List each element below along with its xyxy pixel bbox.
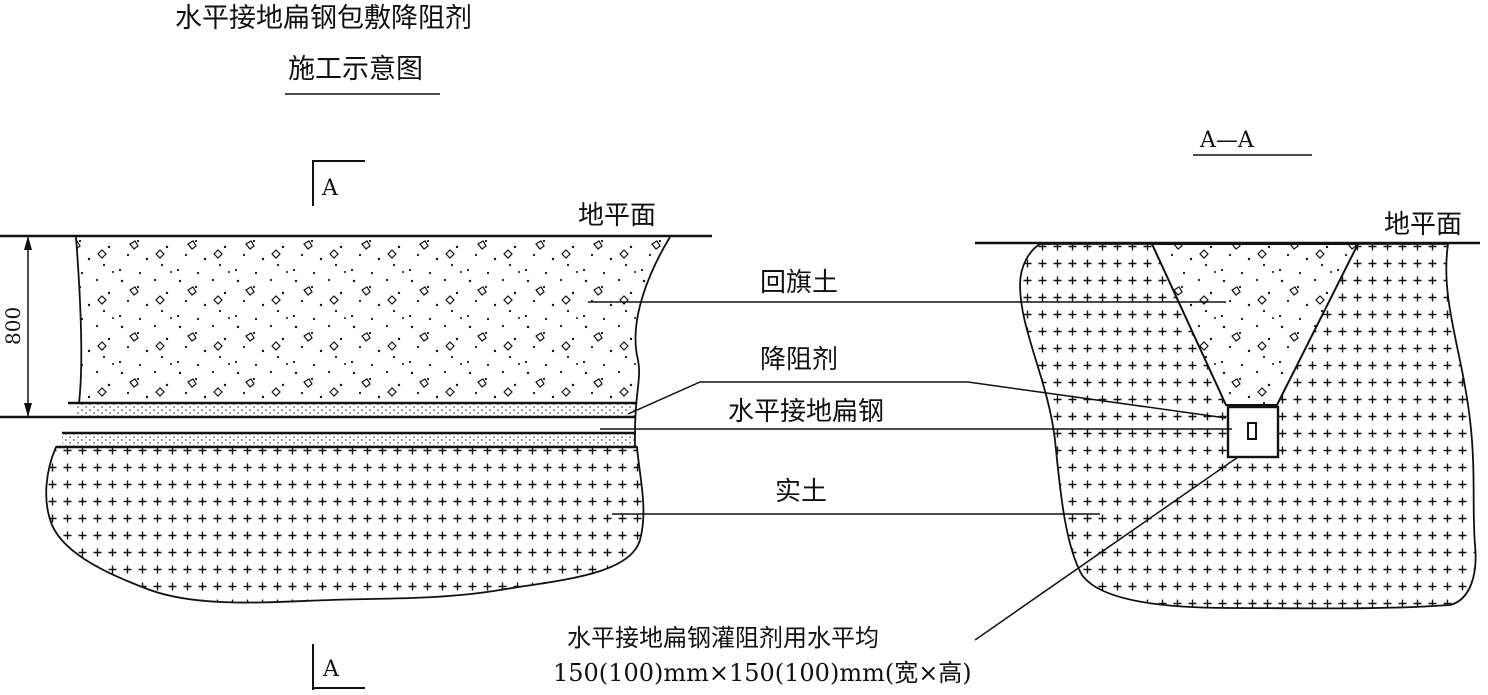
right-profile (975, 241, 1480, 610)
section-mark-top: A (312, 160, 365, 206)
ground-label-left: 地平面 (578, 201, 656, 231)
backfill-label: 回旗土 (760, 268, 838, 298)
depth-dimension: 800 (1, 236, 32, 417)
reducer-label: 降阻剂 (760, 345, 838, 375)
leader-lines (588, 301, 1239, 641)
reducer-band-upper (75, 403, 635, 417)
section-mark-bottom-label: A (322, 657, 340, 682)
section-mark-bottom: A (312, 644, 365, 690)
depth-dimension-label: 800 (1, 307, 25, 345)
left-profile (0, 234, 712, 604)
note-line2: 150(100)mm×150(100)mm(宽×高) (553, 659, 972, 687)
solid-soil-region (45, 446, 645, 604)
diagram-subtitle: 施工示意图 (288, 54, 423, 85)
diagram-title: 水平接地扁钢包敷降阻剂 (175, 3, 472, 34)
backfill-region (76, 237, 670, 403)
reducer-band-lower (62, 433, 637, 447)
section-mark-top-label: A (321, 176, 339, 201)
section-view-title: A—A (1199, 128, 1255, 153)
flat-steel-section (1247, 422, 1257, 440)
note-line1: 水平接地扁钢灌阻剂用水平均 (567, 624, 879, 652)
ground-label-right: 地平面 (1384, 210, 1462, 240)
flat-steel-label: 水平接地扁钢 (728, 397, 884, 427)
solid-soil-label: 实土 (775, 477, 827, 507)
